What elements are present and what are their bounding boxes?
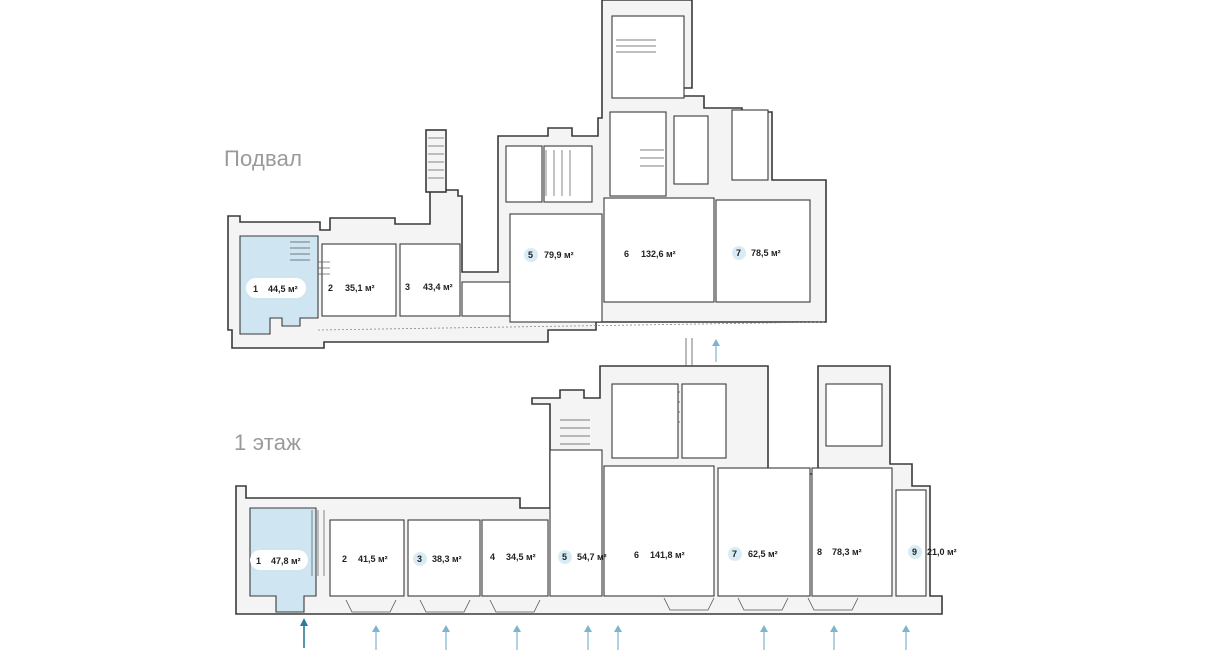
room-number: 5: [562, 552, 567, 562]
room-area: 43,4 м²: [423, 282, 453, 292]
basement-storage-b: [543, 145, 593, 203]
room-number: 8: [817, 547, 822, 557]
basement-room-6[interactable]: [603, 197, 715, 303]
room-area: 62,5 м²: [748, 549, 778, 559]
first-floor-room-2[interactable]: [329, 519, 405, 597]
entrance-arrow[interactable]: [372, 625, 380, 650]
basement-plan: [227, 0, 827, 349]
room-area: 44,5 м²: [268, 284, 298, 294]
entrance-arrow-active[interactable]: [300, 618, 308, 648]
room-area: 54,7 м²: [577, 552, 607, 562]
room-number: 9: [912, 547, 917, 557]
room-label[interactable]: 3 38,3 м²: [413, 552, 462, 566]
room-area: 79,9 м²: [544, 250, 574, 260]
room-label[interactable]: 9 21,0 м²: [908, 545, 957, 559]
basement-storage-d: [673, 115, 709, 185]
basement-corridor: [461, 281, 511, 317]
basement-stair-tower: [425, 129, 447, 193]
basement-dashed-line: [317, 321, 827, 331]
entrance-arrows: [300, 339, 910, 650]
room-label[interactable]: 2 35,1 м²: [328, 283, 375, 293]
entrance-arrow[interactable]: [902, 625, 910, 650]
room-label[interactable]: 2 41,5 м²: [342, 554, 388, 564]
room-label[interactable]: 8 78,3 м²: [817, 547, 862, 557]
bay-windows: [345, 597, 859, 613]
room-label[interactable]: 6 141,8 м²: [634, 550, 685, 560]
room-number: 7: [732, 549, 737, 559]
room-number: 1: [256, 556, 261, 566]
first-floor-room-8[interactable]: [811, 467, 893, 597]
room-area: 35,1 м²: [345, 283, 375, 293]
room-number: 7: [736, 248, 741, 258]
room-label[interactable]: 7 62,5 м²: [728, 547, 778, 561]
entrance-arrow[interactable]: [614, 625, 622, 650]
basement-title: Подвал: [224, 146, 303, 171]
room-label[interactable]: 5 54,7 м²: [558, 550, 607, 564]
first-floor-room-9[interactable]: [895, 489, 927, 597]
room-number: 2: [328, 283, 333, 293]
room-number: 6: [634, 550, 639, 560]
room-area: 38,3 м²: [432, 554, 462, 564]
first-floor-room-6[interactable]: [603, 465, 715, 597]
entrance-arrow[interactable]: [712, 339, 720, 362]
basement-room-7[interactable]: [715, 199, 811, 303]
room-number: 5: [528, 250, 533, 260]
room-area: 78,3 м²: [832, 547, 862, 557]
basement-storage-a: [505, 145, 543, 203]
room-number: 2: [342, 554, 347, 564]
room-area: 141,8 м²: [650, 550, 685, 560]
basement-room-3[interactable]: [399, 243, 461, 317]
room-area: 41,5 м²: [358, 554, 388, 564]
first-floor-title: 1 этаж: [234, 430, 302, 455]
first-floor-hall-a: [611, 383, 679, 459]
room-label[interactable]: 1 47,8 м²: [250, 550, 308, 570]
entrance-arrow[interactable]: [442, 625, 450, 650]
entrance-arrow[interactable]: [760, 625, 768, 650]
room-label[interactable]: 5 79,9 м²: [524, 248, 574, 262]
entrance-arrow[interactable]: [830, 625, 838, 650]
basement-room-5[interactable]: [509, 213, 603, 323]
room-area: 34,5 м²: [506, 552, 536, 562]
first-floor-plan: [235, 338, 943, 615]
basement-stair-hall: [611, 15, 685, 99]
first-floor-hall-c: [825, 383, 883, 447]
entrance-arrow[interactable]: [513, 625, 521, 650]
first-floor-room-5[interactable]: [549, 449, 603, 597]
stair-icon: [428, 137, 444, 179]
first-floor-room-7[interactable]: [717, 467, 811, 597]
basement-room-labels: 1 44,5 м² 2 35,1 м² 3 43,4 м² 5 79,9 м² …: [246, 246, 781, 298]
room-area: 78,5 м²: [751, 248, 781, 258]
room-number: 3: [417, 554, 422, 564]
first-floor-room-labels: 1 47,8 м² 2 41,5 м² 3 38,3 м² 4 34,5 м² …: [250, 545, 957, 570]
room-number: 6: [624, 249, 629, 259]
room-number: 1: [253, 284, 258, 294]
room-label[interactable]: 6 132,6 м²: [624, 249, 676, 259]
room-area: 132,6 м²: [641, 249, 676, 259]
room-label[interactable]: 3 43,4 м²: [405, 282, 453, 292]
basement-storage-e: [731, 109, 769, 181]
stair-icon: [290, 39, 664, 275]
room-number: 4: [490, 552, 495, 562]
room-area: 21,0 м²: [927, 547, 957, 557]
room-label[interactable]: 7 78,5 м²: [732, 246, 781, 260]
first-floor-hall-b: [681, 383, 727, 459]
room-label[interactable]: 4 34,5 м²: [490, 552, 536, 562]
basement-room-2[interactable]: [321, 243, 397, 317]
entrance-arrow[interactable]: [584, 625, 592, 650]
basement-storage-c: [609, 111, 667, 197]
first-floor-room-4[interactable]: [481, 519, 549, 597]
room-number: 3: [405, 282, 410, 292]
room-label[interactable]: 1 44,5 м²: [246, 278, 306, 298]
room-area: 47,8 м²: [271, 556, 301, 566]
